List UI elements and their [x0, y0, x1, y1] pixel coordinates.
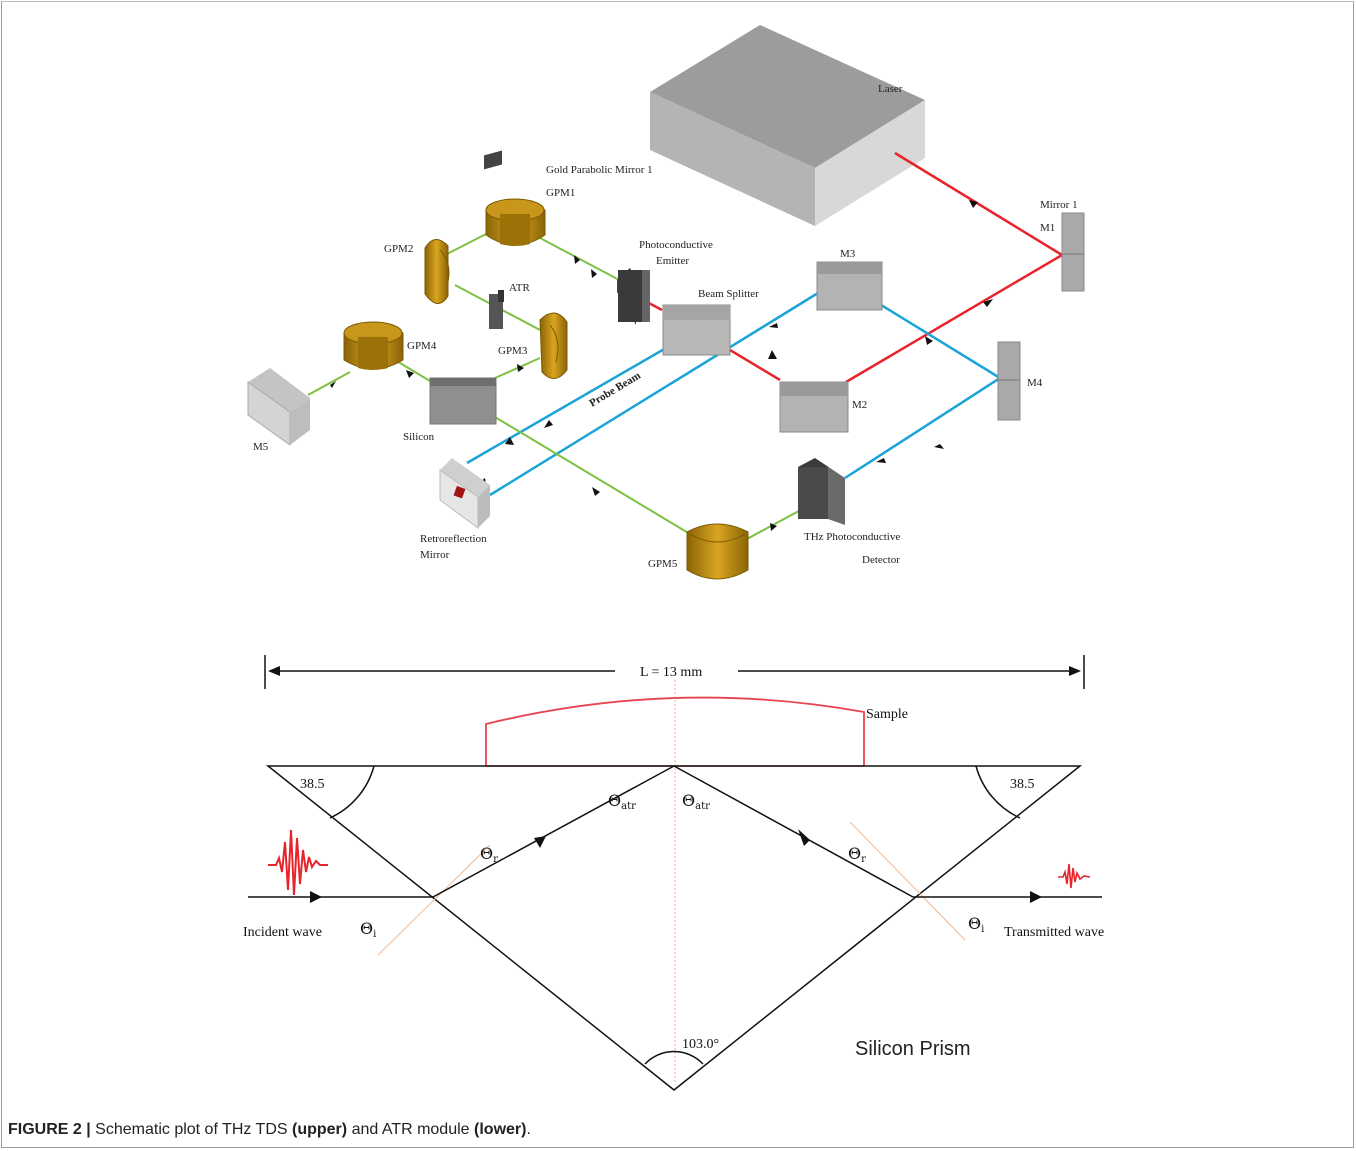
sample-label: Sample [866, 707, 908, 722]
incident-wave-label: Incident wave [243, 925, 322, 940]
label-mirror1: Mirror 1 [1040, 199, 1078, 211]
gpm4 [343, 321, 404, 370]
caption-text-2: and ATR module [351, 1121, 470, 1138]
label-gpm1: GPM1 [546, 187, 575, 199]
retroreflection-mirror [439, 458, 490, 529]
angle-left-label: 38.5 [300, 777, 325, 792]
theta-r-right: Θr [848, 844, 866, 865]
atr-module-diagram: L = 13 mm Sample 38.5 38.5 103.0° [243, 655, 1104, 1091]
ray-arrows [310, 829, 1042, 903]
thz-detector [798, 458, 845, 525]
caption-lower: (lower) [474, 1121, 527, 1138]
silicon-prism-label: Silicon Prism [855, 1038, 971, 1060]
theta-i-left: Θi [360, 919, 376, 940]
label-gpm2: GPM2 [384, 243, 413, 255]
label-silicon: Silicon [403, 431, 435, 443]
caption-text-3: . [526, 1121, 531, 1138]
label-emitter: Emitter [656, 255, 689, 267]
mirror-m3 [816, 261, 883, 311]
label-gold-parabolic-mirror-1: Gold Parabolic Mirror 1 [546, 164, 653, 176]
sample-shape [485, 696, 865, 766]
figure-caption: FIGURE 2 | Schematic plot of THz TDS (up… [8, 1121, 531, 1139]
transmitted-wave-pulse [1058, 863, 1091, 889]
label-m1: M1 [1040, 222, 1055, 234]
silicon-block [429, 377, 497, 425]
label-laser: Laser [878, 83, 903, 95]
probe-beam [466, 290, 1001, 497]
gpm1 [485, 198, 546, 246]
angle-arc-left [329, 765, 375, 819]
mirror-m4 [997, 341, 1021, 421]
atr-device [484, 150, 504, 329]
label-detector: Detector [862, 554, 900, 566]
mirror-m1 [1061, 212, 1085, 292]
ray-path [248, 765, 1102, 898]
thz-beam [307, 231, 811, 541]
gpm2 [424, 239, 450, 304]
label-m4: M4 [1027, 377, 1043, 389]
label-m3: M3 [840, 248, 856, 260]
thz-tds-schematic: Laser Mirror 1 M1 M3 M4 M2 M5 Gold Parab… [247, 25, 1085, 580]
photoconductive-emitter [617, 268, 650, 325]
label-m2: M2 [852, 399, 867, 411]
normal-exit [849, 821, 966, 941]
mirror-m2 [779, 381, 849, 433]
beam-splitter [662, 304, 731, 356]
apex-angle-label: 103.0° [682, 1037, 719, 1052]
laser-box [650, 25, 925, 226]
angle-arc-right [975, 765, 1021, 819]
theta-r-left: Θr [480, 844, 498, 865]
label-gpm5: GPM5 [648, 558, 678, 570]
label-retroreflection: Retroreflection [420, 533, 487, 545]
label-gpm4: GPM4 [407, 340, 437, 352]
apex-arc [644, 1050, 704, 1065]
theta-i-right: Θi [968, 914, 984, 935]
angle-right-label: 38.5 [1010, 777, 1035, 792]
mirror-m5 [247, 368, 310, 446]
label-thz-photoconductive: THz Photoconductive [804, 531, 900, 543]
theta-atr-left: Θatr [608, 791, 636, 812]
length-marker [264, 655, 1085, 689]
transmitted-wave-label: Transmitted wave [1004, 925, 1104, 940]
caption-figure-label: FIGURE 2 | [8, 1121, 91, 1138]
label-mirror: Mirror [420, 549, 450, 561]
caption-text-1: Schematic plot of THz TDS [95, 1121, 288, 1138]
length-label: L = 13 mm [640, 665, 702, 680]
gpm5 [686, 523, 749, 580]
label-atr: ATR [509, 282, 530, 294]
incident-wave-pulse [268, 829, 328, 896]
normal-entry [377, 844, 491, 956]
label-gpm3: GPM3 [498, 345, 528, 357]
theta-atr-right: Θatr [682, 791, 710, 812]
label-beam-splitter: Beam Splitter [698, 288, 759, 300]
label-photoconductive: Photoconductive [639, 239, 713, 251]
gpm3 [539, 312, 568, 379]
label-m5: M5 [253, 441, 269, 453]
caption-upper: (upper) [292, 1121, 348, 1138]
